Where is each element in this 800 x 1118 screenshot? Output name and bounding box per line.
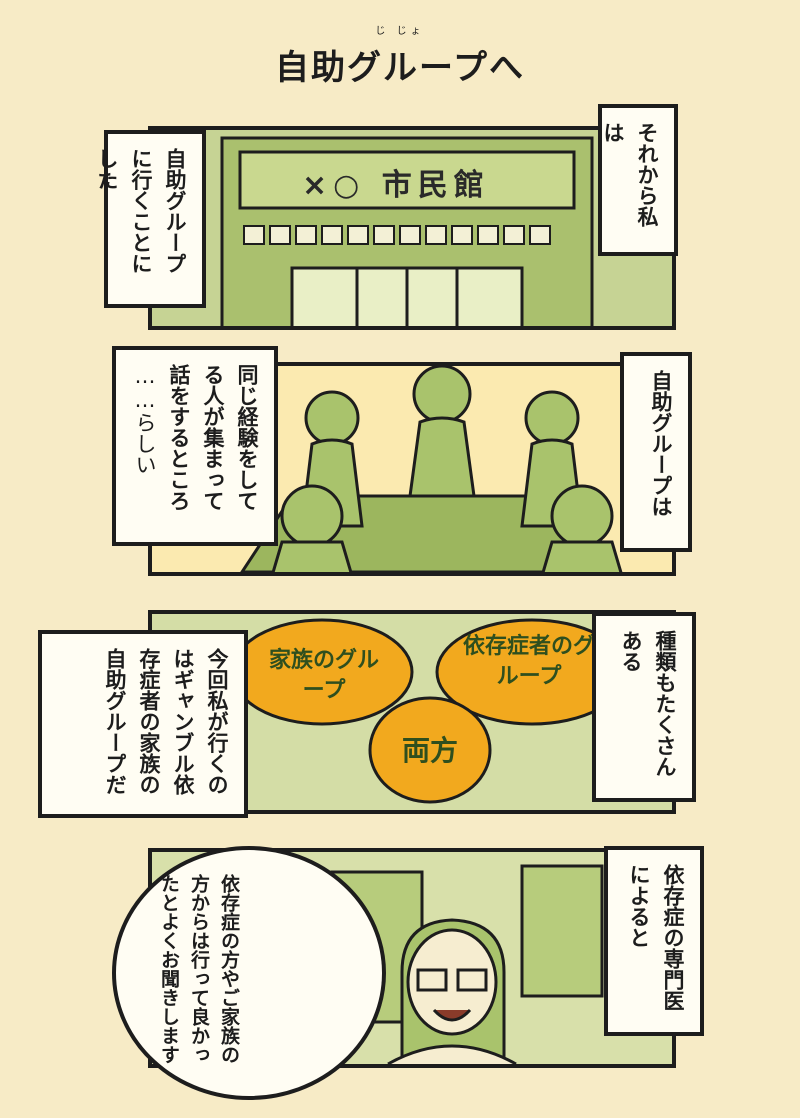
speech-bubble xyxy=(112,846,386,1100)
panel2-text-main: 同じ経験をしてる人が集まって話をするところ xyxy=(167,364,259,511)
building-illustration xyxy=(220,136,594,326)
panel4-box-right: 依存症の専門医によると xyxy=(604,846,704,1036)
panel2-box-right: 自助グループは xyxy=(620,352,692,552)
panel3-box-left: 今回私が行くのはギャンブル依存症者の家族の自助グループだ xyxy=(38,630,248,818)
page-title: 自助グループへ xyxy=(275,48,525,88)
panel1-box-left: 自助グループに行くことにした xyxy=(95,130,206,308)
meeting-illustration xyxy=(240,366,623,572)
doctor-speech: 依存症の方やご家族の方からは行って良かったとよくお聞きします xyxy=(158,874,240,1064)
panel3-box-right: 種類もたくさんある xyxy=(592,612,696,802)
title-ruby: じ じょ xyxy=(375,26,425,37)
building-sign: ×○ 市民館 xyxy=(302,168,490,203)
circle-addict-group: 依存症者のグループ xyxy=(462,634,595,689)
circle-both: 両方 xyxy=(401,734,458,767)
panel2-box-left: 同じ経験をしてる人が集まって話をするところ ……らしい xyxy=(112,346,278,546)
panel2-text-hedge: ……らしい xyxy=(133,364,157,475)
panel1-box-right: それから私は xyxy=(598,104,678,256)
circle-family-group: 家族のグループ xyxy=(268,648,379,703)
panel-1: ×○ 市民館 xyxy=(148,126,676,330)
